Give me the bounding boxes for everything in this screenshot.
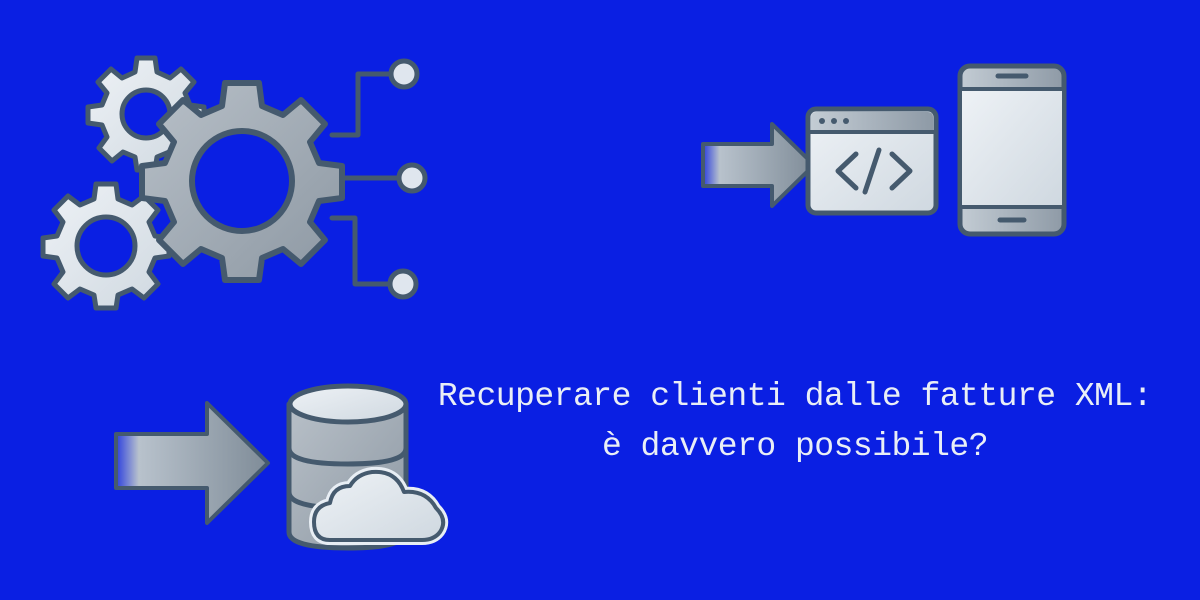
code-brackets-glyph <box>835 147 913 195</box>
code-window-icon <box>805 106 939 216</box>
arrow-right-icon-top <box>701 122 816 208</box>
gear-large <box>139 80 345 283</box>
gear-small-bottom <box>40 181 172 311</box>
connector-lines <box>329 71 401 287</box>
headline-line-1: Recuperare clienti dalle fatture XML: <box>437 378 1153 415</box>
arrow-right-icon-bottom <box>114 401 270 525</box>
headline: Recuperare clienti dalle fatture XML: è … <box>420 372 1170 472</box>
headline-line-2: è davvero possibile? <box>601 428 989 465</box>
cloud-icon <box>309 466 449 545</box>
gears-network-icon <box>40 55 428 311</box>
connector-nodes <box>387 58 428 300</box>
node-bottom <box>387 268 419 300</box>
smartphone-icon <box>957 63 1067 237</box>
node-middle <box>396 162 428 194</box>
node-top <box>388 58 420 90</box>
